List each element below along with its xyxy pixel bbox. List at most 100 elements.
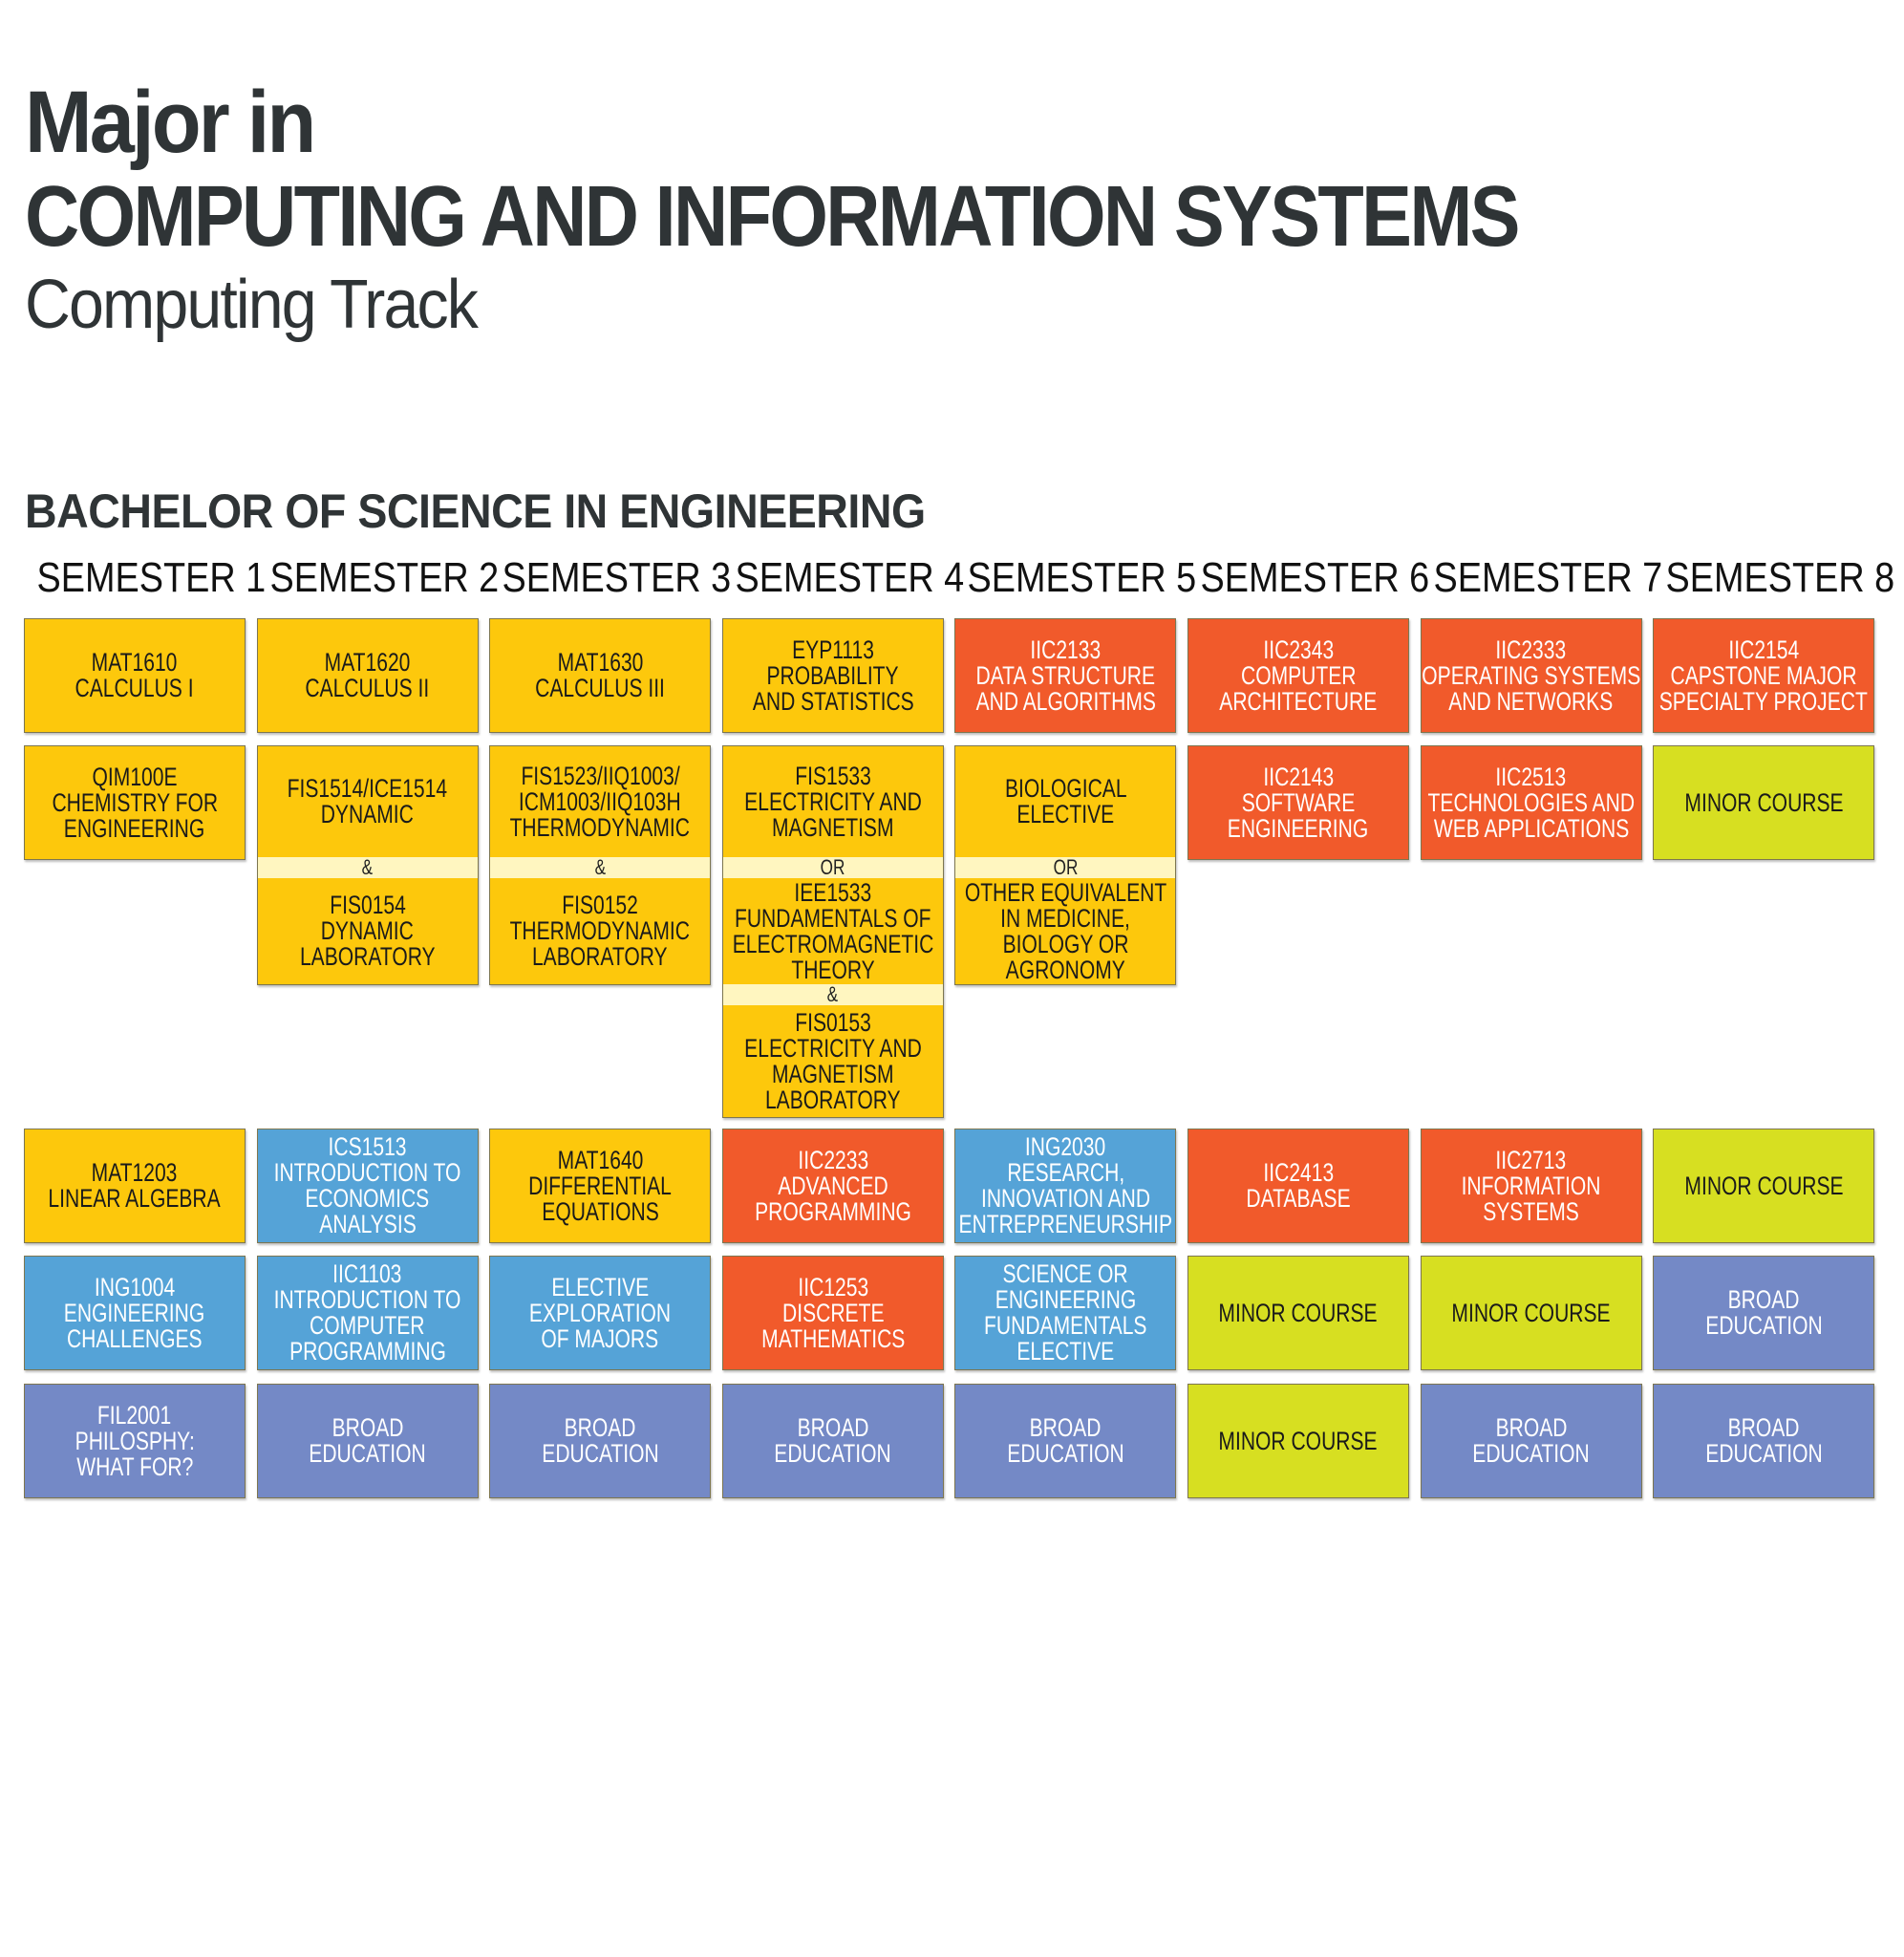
course-text-line: OPERATING SYSTEMS (1422, 660, 1641, 690)
course-text-line: EDUCATION (309, 1439, 426, 1468)
course-text-line: WEB APPLICATIONS (1433, 813, 1629, 843)
course-text-line: MINOR COURSE (1218, 1426, 1379, 1455)
course-text-line: IIC1253 (797, 1272, 868, 1301)
course-text-line: EDUCATION (1704, 1311, 1823, 1340)
course-text-line: DISCRETE (781, 1298, 885, 1327)
course-text-line: ELECTIVE (551, 1272, 650, 1301)
course-text-line: ECONOMICS (305, 1184, 430, 1213)
course-text-line: EYP1113 (791, 634, 874, 664)
course-text-line: INNOVATION AND (980, 1184, 1150, 1213)
title-major-in: Major in (25, 74, 316, 171)
course-text-line: EQUATIONS (541, 1196, 659, 1226)
title-major-name: COMPUTING AND INFORMATION SYSTEMS (25, 169, 1521, 265)
course-text-line: ELECTIVE (1016, 800, 1115, 828)
course-text-line: EDUCATION (1472, 1439, 1590, 1468)
course-text-line: PROGRAMMING (289, 1337, 446, 1366)
course-text-line: PROGRAMMING (754, 1196, 911, 1226)
course-text-line: FIS0152 (562, 891, 638, 919)
course-text-line: DYNAMIC (321, 916, 415, 945)
course-text-line: EDUCATION (541, 1439, 659, 1468)
course-text-line: MINOR COURSE (1218, 1298, 1379, 1327)
course-text-line: EDUCATION (774, 1439, 892, 1468)
course-text-line: ELECTRICITY AND (743, 786, 922, 816)
course-text-line: IIC2143 (1263, 762, 1334, 791)
course-text-line: SYSTEMS (1483, 1196, 1579, 1226)
course-text-line: ARCHITECTURE (1219, 686, 1378, 716)
course-text-line: EDUCATION (1007, 1439, 1124, 1468)
course-text-line: IIC2233 (797, 1145, 868, 1174)
connector-label: & (361, 855, 374, 879)
course-text-line: QIM100E (92, 762, 178, 791)
course-text-line: IIC2513 (1495, 762, 1567, 791)
course-text-line: BIOLOGY OR (1002, 929, 1129, 958)
course-box[interactable]: MINOR COURSE (1653, 1129, 1875, 1243)
course-text-line: ENGINEERING (64, 1298, 205, 1327)
course-text-line: MAGNETISM (772, 812, 894, 842)
course-text-line: FIS0154 (329, 891, 406, 919)
course-text-line: LINEAR ALGEBRA (48, 1184, 222, 1213)
course-text-line: AND NETWORKS (1448, 686, 1614, 716)
course-text-line: CALCULUS III (535, 674, 666, 702)
course-text-line: IIC2713 (1495, 1145, 1567, 1174)
course-text-line: FIS1523/IIQ1003/ (521, 761, 680, 790)
course-box[interactable]: MINOR COURSE (1420, 1256, 1642, 1370)
course-box[interactable]: MINOR COURSE (1653, 745, 1875, 860)
course-text-line: PROBABILITY (766, 660, 899, 690)
course-text-line: FIL2001 (97, 1400, 172, 1430)
course-text-line: RESEARCH, (1006, 1158, 1124, 1187)
course-text-line: CALCULUS I (75, 674, 195, 702)
connector-or: OR (955, 857, 1176, 878)
course-text-line: IIC2343 (1263, 634, 1334, 664)
semester-label: SEMESTER 2 (269, 554, 499, 601)
semester-header: SEMESTER 4 (717, 554, 964, 602)
course-text-line: BROAD (1029, 1413, 1102, 1442)
course-box[interactable]: MINOR COURSE (1187, 1256, 1409, 1370)
course-box[interactable]: MINOR COURSE (1187, 1384, 1409, 1498)
course-text-line: MAT1640 (557, 1145, 644, 1174)
